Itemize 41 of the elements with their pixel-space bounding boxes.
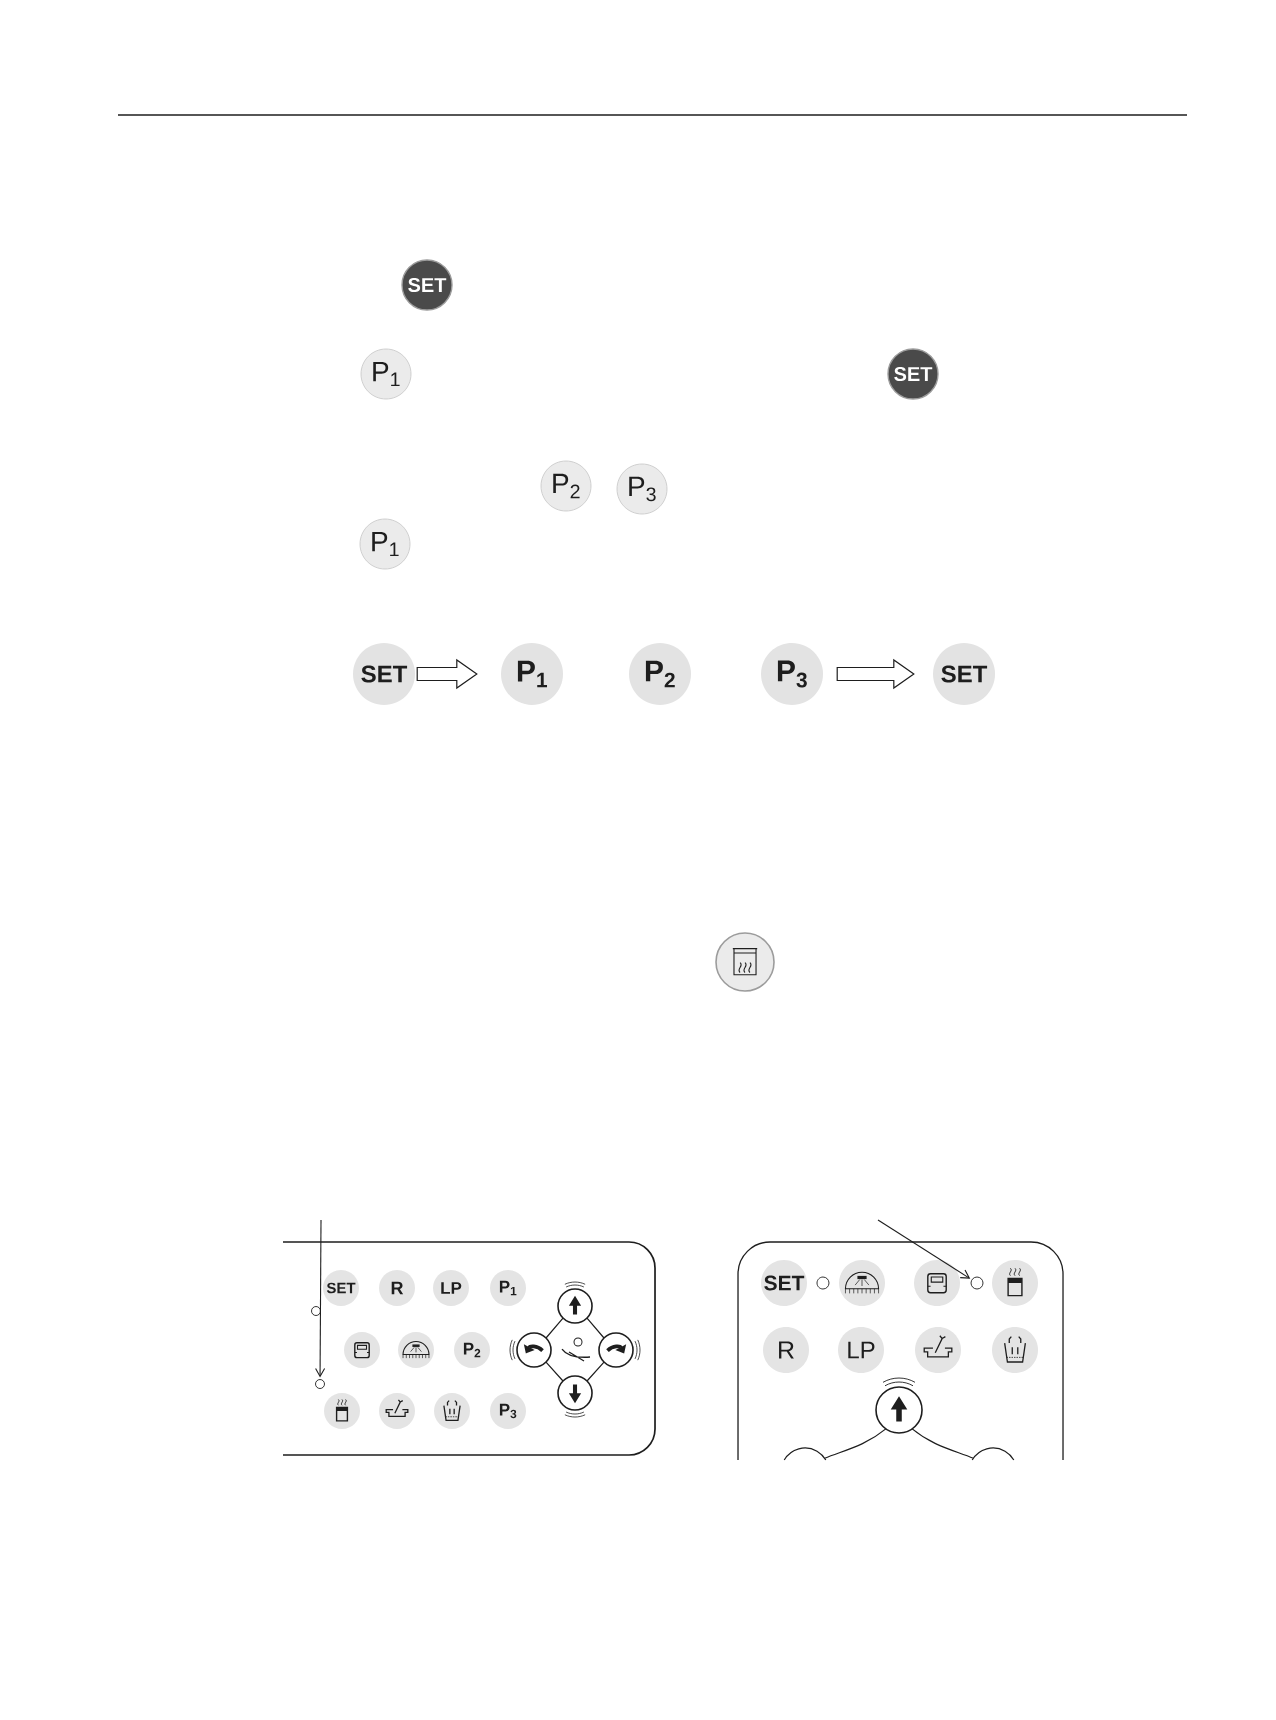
round-button: SET (401, 259, 453, 311)
round-button: P$_{1}$ (501, 643, 563, 705)
round-button: P$_{2}$ (454, 1332, 490, 1368)
control-panel (282, 1241, 656, 1456)
block-arrow (416, 658, 478, 690)
round-button (379, 1393, 415, 1429)
round-button (398, 1332, 434, 1368)
round-button: R (763, 1327, 809, 1373)
arrow (877, 1219, 971, 1279)
round-button: P$_{1}$ (360, 348, 412, 400)
round-button (992, 1327, 1038, 1373)
round-button (839, 1260, 885, 1306)
round-button (324, 1393, 360, 1429)
round-button (914, 1260, 960, 1306)
round-button (344, 1332, 380, 1368)
round-button: P$_{3}$ (490, 1393, 526, 1429)
round-button: SET (323, 1270, 359, 1306)
arrow (315, 1219, 326, 1378)
indicator-light (816, 1276, 830, 1290)
round-button: SET (933, 643, 995, 705)
round-button: P$_{3}$ (761, 643, 823, 705)
round-button: LP (838, 1327, 884, 1373)
round-button (715, 932, 775, 992)
round-button (992, 1260, 1038, 1306)
round-button: P$_{1}$ (490, 1270, 526, 1306)
round-button: P$_{1}$ (359, 518, 411, 570)
round-button: R (379, 1270, 415, 1306)
indicator-light (315, 1379, 325, 1389)
round-button: SET (353, 643, 415, 705)
round-button: P$_{3}$ (616, 463, 668, 515)
control-panel (737, 1241, 1064, 1461)
round-button: SET (887, 348, 939, 400)
round-button: P$_{2}$ (540, 460, 592, 512)
round-button: P$_{2}$ (629, 643, 691, 705)
indicator-light (970, 1276, 984, 1290)
round-button (915, 1327, 961, 1373)
indicator-light (311, 1306, 321, 1316)
block-arrow (836, 658, 915, 690)
round-button: LP (433, 1270, 469, 1306)
round-button (434, 1393, 470, 1429)
round-button: SET (761, 1260, 807, 1306)
